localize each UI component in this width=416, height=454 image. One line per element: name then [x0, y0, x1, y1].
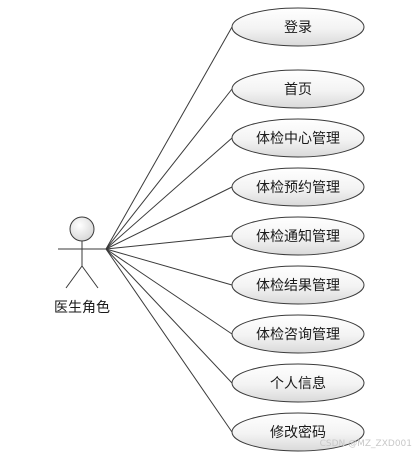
- use-case-appointment-management: 体检预约管理: [231, 167, 365, 207]
- actor-head: [69, 216, 95, 242]
- association-line-password: [105, 248, 233, 433]
- use-case-label: 体检通知管理: [256, 228, 340, 245]
- use-case-exam-center-management: 体检中心管理: [231, 118, 365, 158]
- association-lines: [105, 26, 233, 433]
- use-case-label: 首页: [284, 82, 312, 98]
- actor-left-leg: [65, 265, 83, 289]
- use-case-label: 体检中心管理: [256, 131, 340, 147]
- use-case-ellipse: [231, 265, 365, 305]
- use-case-label: 体检结果管理: [256, 278, 340, 294]
- use-case-ellipse: [231, 314, 365, 354]
- use-case-list: 登录 首页 体检中心管理 体检预约管理 体检通知管理 体检结果管理 体检咨询管理: [231, 7, 365, 452]
- use-case-home: 首页: [231, 69, 365, 109]
- use-case-label: 登录: [284, 20, 312, 36]
- use-case-result-management: 体检结果管理: [231, 265, 365, 305]
- use-case-label: 个人信息: [270, 375, 326, 392]
- association-line-home: [105, 88, 233, 250]
- use-case-ellipse: [231, 118, 365, 158]
- use-case-ellipse: [231, 69, 365, 109]
- use-case-notice-management: 体检通知管理: [231, 216, 365, 256]
- association-line-consult: [105, 248, 233, 335]
- watermark: CSDN @MZ_ZXD001: [320, 439, 412, 449]
- association-line-center: [105, 137, 233, 250]
- association-line-notice: [105, 235, 233, 250]
- actor-right-leg: [81, 265, 99, 289]
- use-case-label: 修改密码: [270, 424, 326, 441]
- use-case-login: 登录: [231, 7, 365, 47]
- use-case-ellipse: [231, 216, 365, 256]
- actor-doctor: 医生角色: [54, 216, 110, 316]
- association-line-profile: [105, 248, 233, 384]
- use-case-label: 体检预约管理: [256, 180, 340, 196]
- use-case-ellipse: [231, 363, 365, 403]
- association-line-login: [105, 26, 233, 250]
- use-case-change-password: 修改密码: [231, 412, 365, 452]
- use-case-personal-info: 个人信息: [231, 363, 365, 403]
- use-case-ellipse: [231, 167, 365, 207]
- use-case-ellipse: [231, 412, 365, 452]
- use-case-consultation-management: 体检咨询管理: [231, 314, 365, 354]
- use-case-ellipse: [231, 7, 365, 47]
- association-line-result: [105, 248, 233, 286]
- use-case-label: 体检咨询管理: [256, 327, 340, 343]
- association-line-appointment: [105, 186, 233, 250]
- actor-label: 医生角色: [54, 299, 110, 316]
